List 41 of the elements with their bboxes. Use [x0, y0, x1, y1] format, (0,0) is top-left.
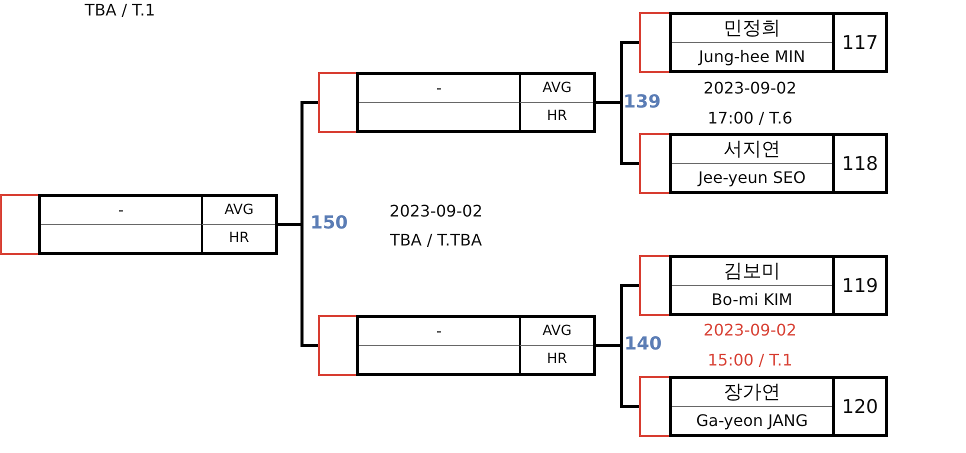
player-card [639, 12, 888, 73]
seed-number: 120 [842, 396, 878, 418]
bracket-line [596, 344, 639, 408]
match-time: TBA / T.TBA [390, 230, 482, 250]
match-slot [318, 315, 596, 376]
player-name: - [436, 79, 442, 98]
seed-number: 119 [842, 274, 878, 296]
average-label: AVG [224, 202, 254, 218]
match-time: 15:00 / T.1 [708, 350, 792, 370]
player-name: Jung-hee MIN [698, 46, 806, 66]
player-name: - [436, 322, 442, 340]
player-name-korean: 서지연 [724, 137, 780, 162]
high-run-label: HR [228, 230, 250, 246]
player-card [639, 133, 888, 194]
bracket-line [596, 101, 639, 165]
high-run-label: HR [546, 108, 568, 124]
player-name: Jee-yeun SEO [698, 168, 806, 187]
match-time: TBA / T.1 [84, 0, 156, 20]
match-time: 17:00 / T.6 [708, 108, 792, 128]
average-label: AVG [542, 80, 572, 96]
player-name-korean: 민정희 [724, 16, 780, 42]
match-slot [318, 72, 596, 133]
match-number: 140 [624, 334, 662, 354]
player-name: Bo-mi KIM [712, 290, 792, 309]
match-number: 150 [310, 212, 348, 234]
match-date: 2023-09-02 [704, 320, 796, 340]
bracket-line [278, 223, 318, 347]
player-card [639, 376, 888, 437]
player-name-korean: 김보미 [724, 259, 780, 284]
player-name-korean: 장가연 [724, 380, 780, 406]
match-date: 2023-09-02 [390, 202, 482, 220]
player-name: Ga-yeon JANG [696, 410, 808, 430]
match-slot [0, 194, 278, 255]
seed-number: 118 [842, 152, 878, 174]
high-run-label: HR [546, 351, 568, 368]
average-label: AVG [542, 323, 572, 340]
seed-number: 117 [842, 32, 878, 54]
match-number: 139 [623, 92, 661, 112]
match-date: 2023-09-02 [704, 78, 796, 98]
player-card [639, 255, 888, 316]
player-name: - [118, 201, 124, 220]
